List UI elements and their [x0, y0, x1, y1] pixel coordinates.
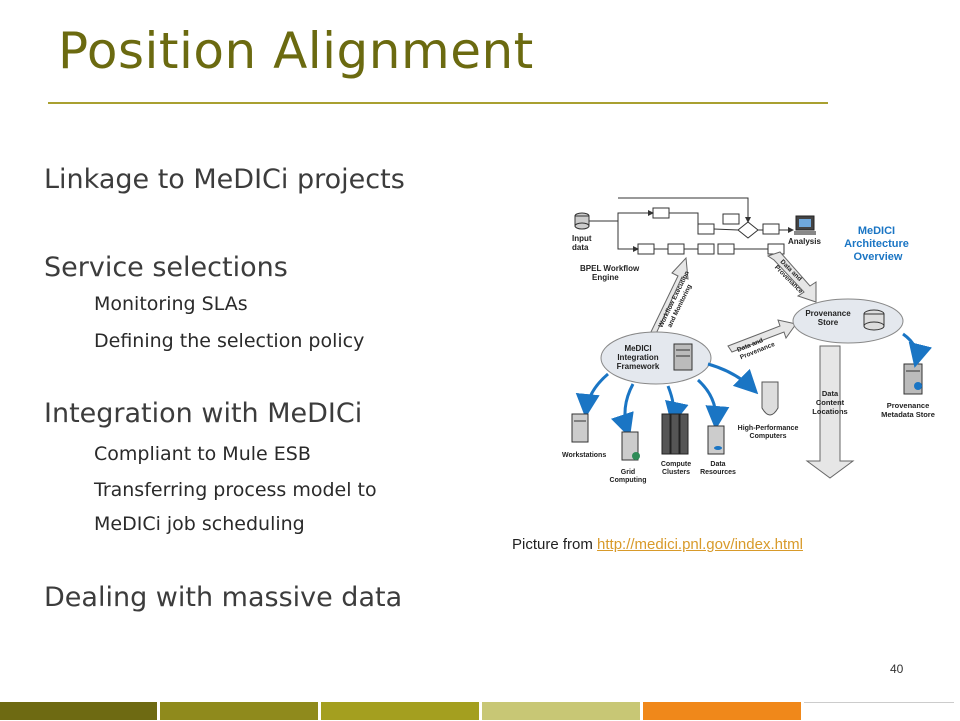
analysis-computer-icon: [794, 215, 816, 235]
bullet-level2: MeDICi job scheduling: [94, 513, 305, 535]
data-provenance-arrow-mid: Data andProvenance: [727, 319, 797, 361]
bullet-level2: Defining the selection policy: [94, 330, 365, 352]
footer-segment: [0, 702, 157, 720]
bullet-level2: Transferring process model to: [94, 479, 377, 501]
bullet-level2: Compliant to Mule ESB: [94, 443, 311, 465]
data-content-arrow: [805, 345, 855, 479]
workflow-lines: [588, 197, 794, 252]
bullet-level1: Dealing with massive data: [44, 582, 403, 613]
footer-segment: [643, 702, 801, 720]
footer-segment: [321, 702, 479, 720]
caption-link[interactable]: http://medici.pnl.gov/index.html: [597, 536, 803, 553]
bullet-level1: Service selections: [44, 252, 288, 283]
footer-segment: [482, 702, 640, 720]
slide-title: Position Alignment: [58, 22, 534, 80]
workstations-label: Workstations: [562, 452, 606, 459]
title-underline: [48, 102, 828, 104]
bullet-level1: Linkage to MeDICi projects: [44, 164, 405, 195]
footer-color-bar: [0, 702, 960, 721]
caption-prefix: Picture from: [512, 536, 598, 553]
figure-caption: Picture from http://medici.pnl.gov/index…: [512, 536, 803, 553]
compute-clusters-icon: [661, 413, 689, 455]
data-resources-icon: [707, 425, 725, 455]
provenance-store-cloud: [792, 298, 904, 344]
overview-title: MeDICI Architecture Overview: [844, 225, 912, 263]
integration-framework-cloud: [600, 331, 712, 385]
workflow-execution-arrow: Workflow Executionand Monitoring: [649, 256, 693, 337]
page-number: 40: [890, 662, 904, 676]
analysis-label: Analysis: [788, 237, 821, 246]
bullet-level1: Integration with MeDICi: [44, 398, 363, 429]
provenance-metadata-server-icon: [903, 363, 923, 395]
bullet-level2: Monitoring SLAs: [94, 293, 248, 315]
grid-computing-icon: [621, 431, 640, 461]
workflow-process-boxes: [637, 207, 785, 255]
hpc-icon: [761, 381, 779, 416]
workstations-icon: [571, 413, 589, 443]
footer-segment: [804, 702, 954, 721]
footer-segment: [160, 702, 318, 720]
data-provenance-arrow-top: Data andProvenance: [766, 251, 817, 303]
input-data-icon: [574, 212, 590, 230]
